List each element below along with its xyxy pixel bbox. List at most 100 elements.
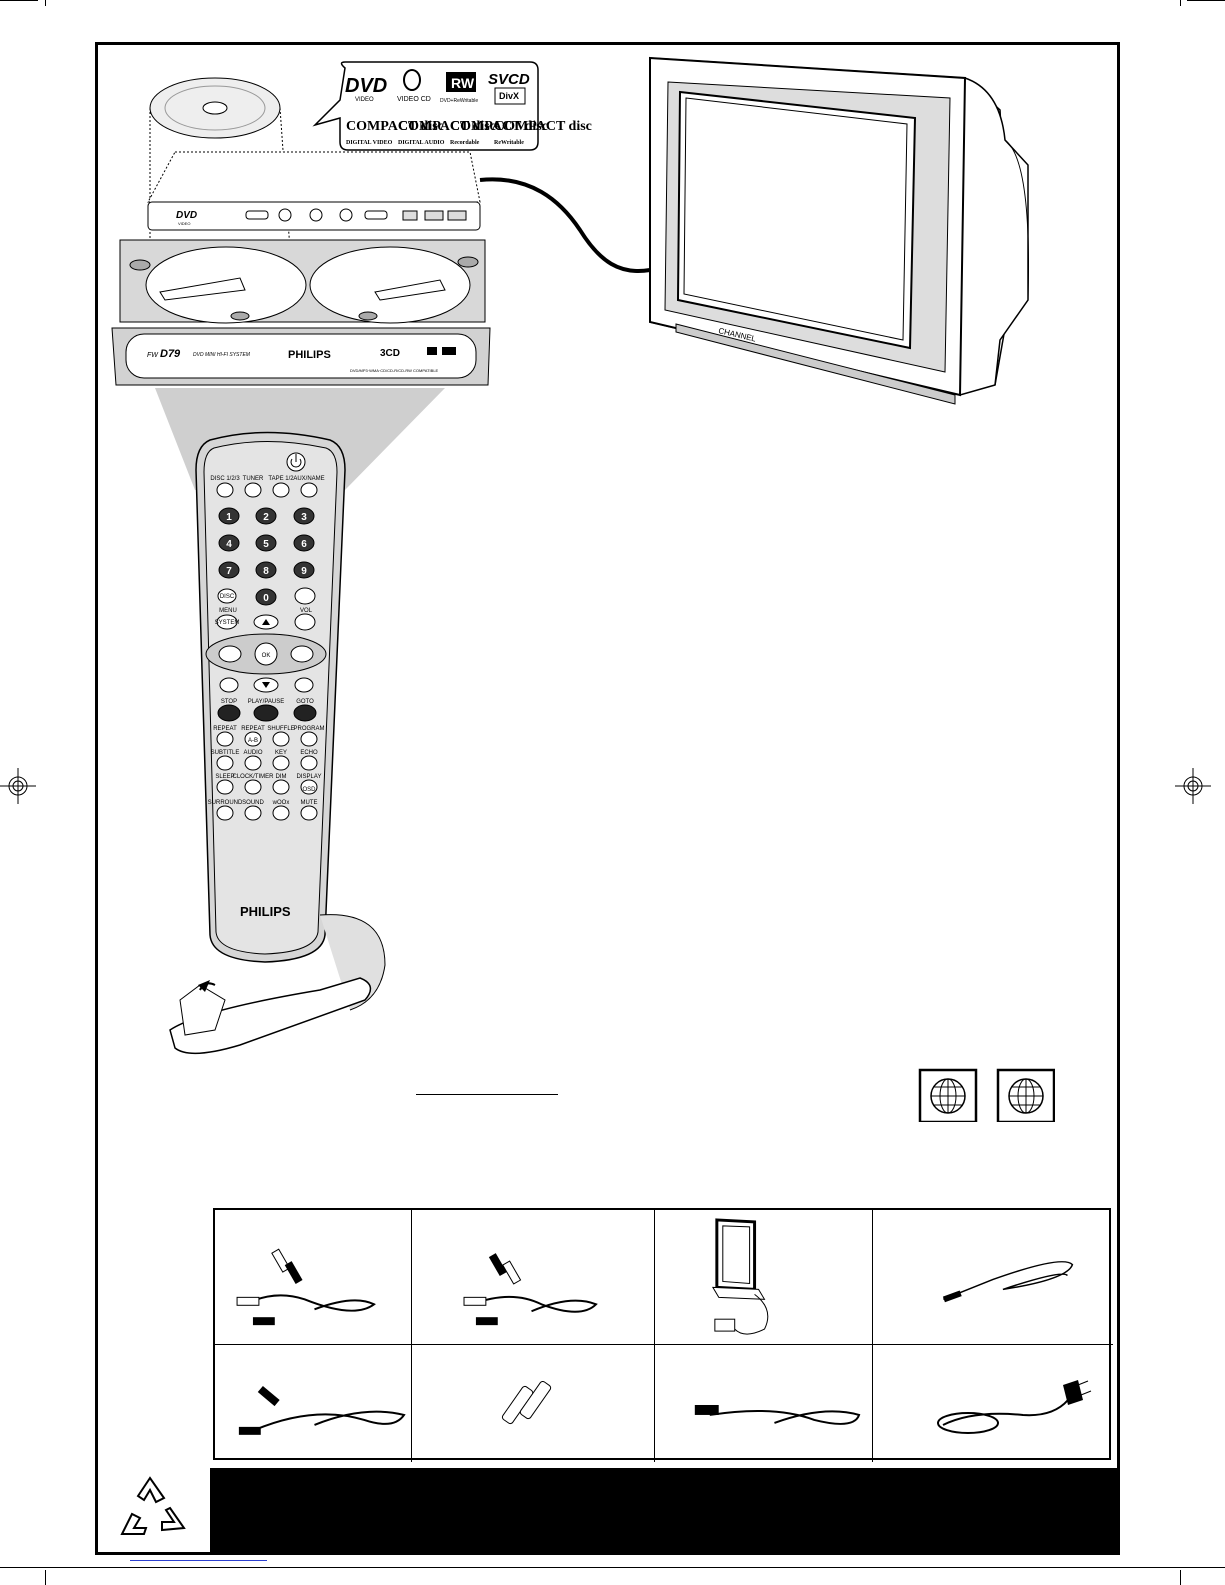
rewind-key[interactable] — [218, 645, 242, 663]
accessory-rca-cable — [412, 1210, 655, 1345]
function-key[interactable] — [216, 755, 234, 771]
function-key[interactable] — [244, 731, 262, 747]
television: CHANNEL — [649, 56, 1030, 405]
digit-key-label: 2 — [263, 512, 269, 523]
divx-logo: DivX — [499, 91, 519, 101]
accessory-fm-antenna — [873, 1210, 1113, 1345]
crop-mark — [0, 0, 38, 1]
source-key-label: AUX/NAME — [293, 476, 324, 482]
goto-key[interactable] — [293, 704, 317, 722]
function-key-label: ECHO — [300, 750, 318, 756]
region-code-icons — [918, 1068, 1055, 1122]
function-key-label: SLEEP — [215, 774, 234, 780]
system-menu-key[interactable] — [216, 614, 238, 630]
video-cd-logo: VIDEO CD — [397, 96, 431, 103]
function-key-label: wOOx — [272, 800, 290, 806]
batteries-icon — [501, 1380, 552, 1425]
accessories-table — [213, 1208, 1113, 1462]
cd-logo: COMPACT disc — [494, 119, 592, 134]
digit-key[interactable] — [218, 534, 240, 552]
digit-key[interactable] — [255, 588, 277, 606]
source-key[interactable] — [244, 482, 262, 498]
digit-key[interactable] — [293, 507, 315, 525]
crop-mark — [1187, 0, 1225, 1]
accessory-am-antenna — [655, 1210, 873, 1345]
am-loop-antenna-icon — [711, 1218, 769, 1335]
digit-key[interactable] — [218, 561, 240, 579]
play-pause-label: PLAY/PAUSE — [248, 699, 284, 705]
digit-key-label: 6 — [301, 539, 307, 550]
cd-sub-label: Recordable — [450, 140, 480, 146]
vol-down-key[interactable] — [294, 613, 316, 631]
remote-brand: PHILIPS — [240, 904, 291, 919]
source-key[interactable] — [216, 482, 234, 498]
digit-key[interactable] — [218, 507, 240, 525]
rw-sub-label: DVD+ReWritable — [440, 98, 478, 104]
accessory-video-cable — [215, 1345, 412, 1462]
registration-mark-icon — [0, 768, 36, 804]
function-key[interactable] — [300, 731, 318, 747]
crop-mark — [1180, 1570, 1181, 1585]
function-key[interactable] — [300, 755, 318, 771]
digit-key[interactable] — [293, 534, 315, 552]
ok-key[interactable] — [254, 642, 278, 666]
function-key[interactable] — [244, 805, 262, 821]
digit-key[interactable] — [255, 534, 277, 552]
function-key[interactable] — [244, 755, 262, 771]
function-key-label: REPEAT — [213, 726, 237, 732]
function-key[interactable] — [216, 779, 234, 795]
cd-logo: COMPACT disc — [450, 119, 548, 134]
registration-mark-icon — [1175, 768, 1211, 804]
function-key-label: PROGRAM — [293, 726, 324, 732]
function-key[interactable] — [300, 779, 318, 795]
cd-logo: COMPACT disc — [398, 119, 496, 134]
function-key[interactable] — [216, 731, 234, 747]
vol-up-key[interactable] — [294, 587, 316, 605]
unit-brand: PHILIPS — [288, 349, 331, 361]
dvd-player: DVD VIDEO — [147, 151, 481, 231]
av-cable-icon — [236, 1248, 376, 1326]
previous-key[interactable] — [219, 677, 239, 693]
digit-key[interactable] — [255, 507, 277, 525]
globe-region-icon — [996, 1068, 1055, 1122]
vol-label: VOL — [300, 608, 313, 614]
next-key[interactable] — [294, 677, 314, 693]
cd-sub-label: DIGITAL VIDEO — [346, 140, 393, 146]
function-key-label: SUBTITLE — [211, 750, 240, 756]
svcd-logo: SVCD — [488, 71, 530, 88]
ab-key-label: A-B — [248, 738, 258, 744]
function-key[interactable] — [244, 779, 262, 795]
source-key[interactable] — [300, 482, 318, 498]
function-key[interactable] — [272, 731, 290, 747]
digit-key-label: 5 — [263, 539, 269, 550]
forward-key[interactable] — [290, 645, 314, 663]
disc-menu-key[interactable] — [217, 588, 237, 604]
system-label: SYSTEM — [215, 620, 240, 626]
stop-key[interactable] — [217, 704, 241, 722]
source-key[interactable] — [272, 482, 290, 498]
model-name: D79 — [160, 348, 181, 360]
function-key-label: SURROUND — [208, 800, 243, 806]
footer-bar — [210, 1468, 1118, 1554]
function-key[interactable] — [272, 805, 290, 821]
function-key-label: CLOCK/TIMER — [232, 774, 274, 780]
cd-sub-label: ReWritable — [494, 140, 524, 146]
play-pause-key[interactable] — [253, 704, 279, 722]
menu-label: MENU — [219, 608, 237, 614]
function-key[interactable] — [300, 805, 318, 821]
model-prefix: FW — [147, 352, 159, 359]
accessory-batteries — [412, 1345, 655, 1462]
disc-menu-label: DISC — [220, 594, 235, 600]
bottom-link-underline[interactable] — [130, 1560, 267, 1561]
globe-region-icon — [918, 1068, 978, 1122]
digit-key[interactable] — [293, 561, 315, 579]
digit-key[interactable] — [255, 561, 277, 579]
function-key[interactable] — [272, 755, 290, 771]
function-key-label: AUDIO — [243, 750, 262, 756]
function-key[interactable] — [216, 805, 234, 821]
digit-key-label: 7 — [226, 566, 232, 577]
stop-label: STOP — [221, 699, 237, 705]
function-key[interactable] — [272, 779, 290, 795]
